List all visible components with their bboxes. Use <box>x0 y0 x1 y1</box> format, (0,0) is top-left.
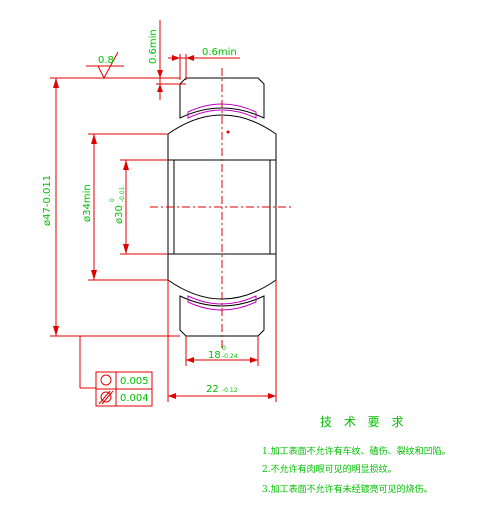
top-horizontal-label: 0.6min <box>202 47 237 58</box>
roughness-symbol: 0.8 <box>86 51 124 79</box>
technical-notes: 技 术 要 求 1.加工表面不允许有车纹、磕伤、裂纹和凹陷。 2.不允许有肉眼可… <box>262 415 451 495</box>
cylindricity-value: 0.004 <box>120 393 149 404</box>
dim-top-horizontal: 0.6min <box>168 47 240 80</box>
inner-width-label: 18 <box>208 350 221 361</box>
svg-text:-0.24: -0.24 <box>222 353 238 360</box>
svg-text:0: 0 <box>222 345 226 352</box>
dim-bore-diameter: ø30 0 -0.01 <box>109 159 168 255</box>
note-line-3: 3.加工表面不允许有未经镀亮可见的烧伤。 <box>262 483 433 495</box>
notes-title: 技 术 要 求 <box>320 415 407 429</box>
liner-bottom <box>187 295 257 311</box>
outer-ring-top <box>179 77 265 119</box>
roughness-label: 0.8 <box>98 55 114 66</box>
dim-inner-width: 18 0 -0.24 <box>185 336 259 366</box>
note-line-1: 1.加工表面不允许有车纹、磕伤、裂纹和凹陷。 <box>262 445 451 457</box>
dim-top-vertical: 0.6min <box>148 20 186 100</box>
note-line-2: 2.不允许有肉眼可见的明显损纹。 <box>262 463 397 475</box>
roundness-icon <box>100 374 112 386</box>
cylindricity-icon <box>98 390 114 405</box>
bore-diameter-label: ø30 <box>114 205 125 224</box>
dim-sphere-diameter: ø34min <box>82 133 168 281</box>
svg-text:-0.12: -0.12 <box>222 387 238 394</box>
svg-text:-0.01: -0.01 <box>119 186 126 202</box>
top-vertical-label: 0.6min <box>148 29 159 64</box>
outer-diameter-label: ø47-0.011 <box>42 175 53 226</box>
tolerance-frames: 0.005 0.004 <box>79 336 153 407</box>
svg-text:0: 0 <box>109 198 116 202</box>
outer-width-label: 22 <box>206 384 219 395</box>
outer-ring-bottom <box>179 295 265 337</box>
roundness-value: 0.005 <box>120 376 149 387</box>
sphere-diameter-label: ø34min <box>82 184 93 222</box>
dim-outer-width: 22 -0.12 <box>167 280 277 402</box>
liner-top <box>187 103 257 119</box>
dim-outer-diameter: ø47-0.011 <box>42 77 180 337</box>
centerlines <box>150 68 294 350</box>
inner-ring-top <box>167 114 277 161</box>
